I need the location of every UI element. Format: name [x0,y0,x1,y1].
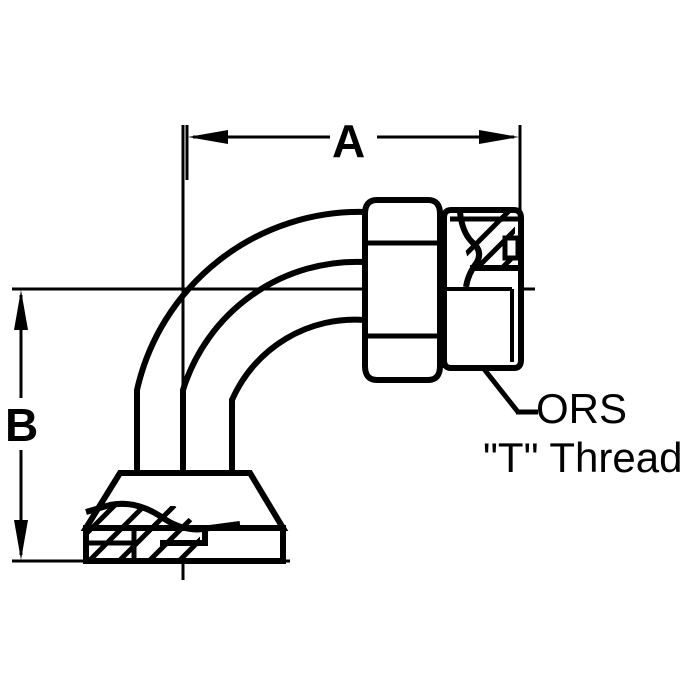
ors-oring-groove-profile [457,211,483,288]
callout-label-ors: ORS [536,385,628,432]
b-arrowhead-bottom-icon [14,520,28,560]
elbow-outer-wall [134,208,366,473]
ors-notch-detail [502,235,521,261]
flange-seal-profile [85,500,241,533]
elbow-body [134,208,366,473]
dimension-a-group [185,125,522,213]
hex-nut-outline [362,197,443,383]
elbow-inner-wall [229,316,366,473]
hex-swivel-nut [362,197,443,383]
flange-base-assembly [80,470,289,564]
callout-leader [482,367,538,415]
callout-label-thread: "T" Thread [483,434,683,481]
dimension-a-label: A [332,115,366,167]
a-arrowhead-left-icon [188,130,228,144]
callout-leader-diagonal [482,367,520,414]
a-arrowhead-right-icon [479,130,519,144]
elbow-middle-wall [180,258,366,473]
flange-neck-trapezoid [80,470,289,531]
ors-threaded-end [437,207,524,371]
flange-inner-step [160,528,208,546]
dimension-b-label: B [5,399,39,451]
b-arrowhead-top-icon [14,290,28,330]
